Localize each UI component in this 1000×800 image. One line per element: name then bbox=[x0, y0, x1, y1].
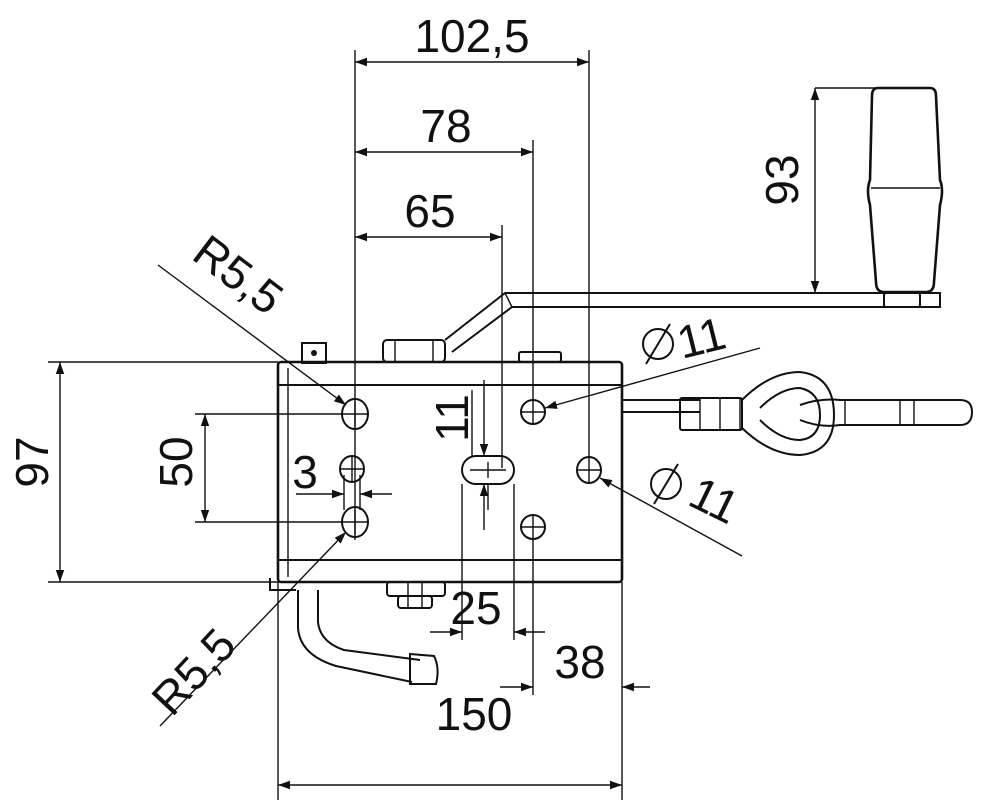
dim-width-78-label: 78 bbox=[420, 100, 471, 152]
dim-radius-bottom-label: R5,5 bbox=[141, 618, 245, 725]
dim-spacing-25-label: 25 bbox=[450, 582, 501, 634]
dim-spacing-50-label: 50 bbox=[150, 436, 202, 487]
dim-width-top-label: 102,5 bbox=[414, 10, 529, 62]
diameter-symbol-icon bbox=[650, 468, 682, 500]
brake-lever bbox=[297, 590, 439, 685]
dim-hole-dia-right: 11 bbox=[650, 463, 748, 534]
dim-height-97-label: 97 bbox=[6, 436, 58, 487]
winch-body bbox=[269, 339, 624, 609]
dim-slot-height-label: 11 bbox=[426, 394, 478, 442]
dim-handle-height-label: 93 bbox=[756, 154, 808, 205]
dim-width-65-label: 65 bbox=[404, 185, 455, 237]
dimension-lines bbox=[55, 57, 820, 790]
dim-hole-dia-right-label: 11 bbox=[682, 466, 748, 534]
dim-radius-top-label: R5,5 bbox=[184, 224, 293, 324]
dim-spacing-38-label: 38 bbox=[554, 636, 605, 688]
cable-hook-assembly bbox=[622, 370, 974, 457]
dimension-labels: 102,5 78 65 150 25 38 3 93 97 50 11 R5,5… bbox=[6, 10, 808, 740]
dim-hole-dia-top-label: 11 bbox=[672, 307, 731, 369]
dim-width-150-label: 150 bbox=[436, 688, 513, 740]
dim-offset-3-label: 3 bbox=[292, 446, 318, 498]
diameter-symbol-icon bbox=[642, 328, 674, 360]
crank-handle bbox=[444, 86, 944, 353]
dim-hole-dia-top: 11 bbox=[642, 307, 731, 369]
